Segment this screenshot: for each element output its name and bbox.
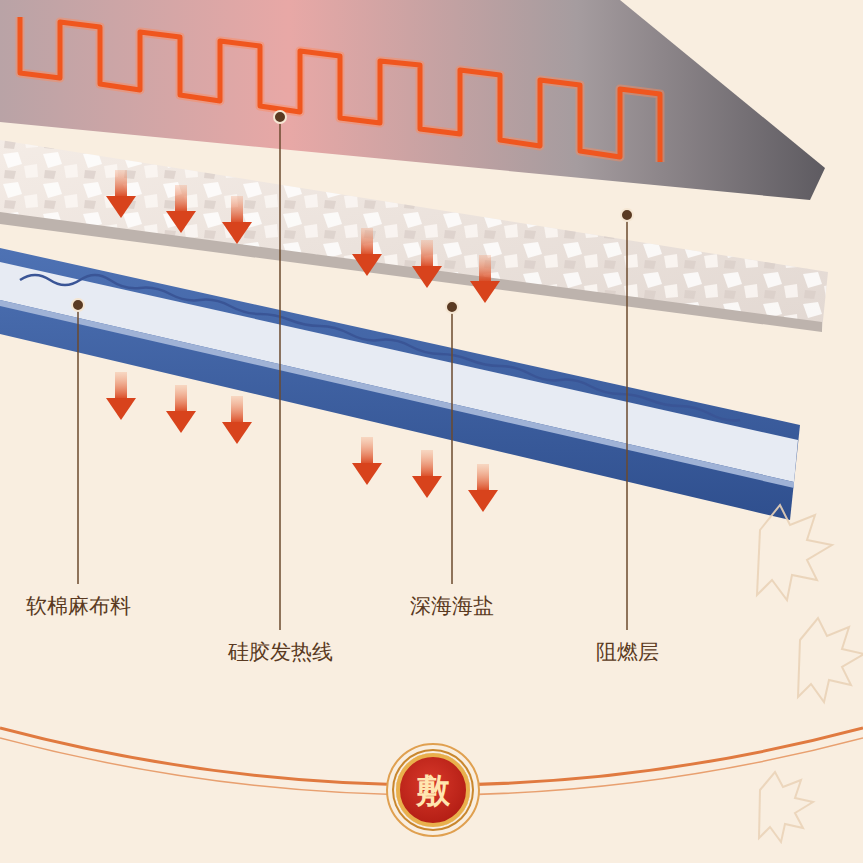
part-label: 硅胶发热线 [228, 640, 333, 665]
badge-text: 敷 [416, 773, 450, 807]
part-label: 软棉麻布料 [26, 594, 131, 619]
part-label: 深海海盐 [410, 594, 494, 619]
seal-badge: 敷 [396, 753, 470, 827]
part-label: 阻燃层 [596, 640, 659, 665]
